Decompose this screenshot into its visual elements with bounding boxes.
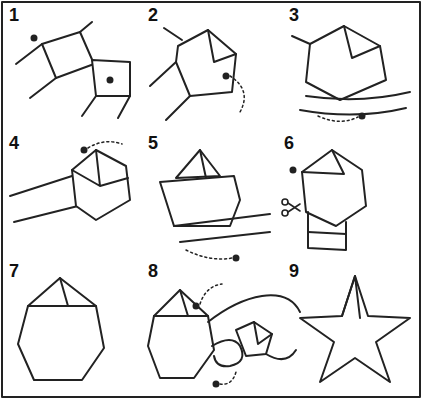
step-number: 3	[289, 5, 299, 25]
step-slot: 9	[289, 262, 299, 281]
step-3-figure	[292, 26, 410, 121]
step-2-figure	[150, 28, 244, 120]
step-number: 2	[148, 5, 158, 25]
scissors-symbol	[282, 199, 300, 216]
step-8-figure	[148, 284, 300, 387]
step-number: 6	[284, 133, 294, 153]
step-slot: 5	[148, 134, 158, 153]
step-slot: 1	[9, 6, 19, 25]
step-slot: 8	[148, 262, 158, 281]
step-7-figure	[18, 278, 104, 380]
step-slot: 3	[289, 6, 299, 25]
step-number: 9	[289, 261, 299, 281]
step-slot: 6	[284, 134, 294, 153]
step-number: 7	[9, 261, 19, 281]
step-1-figure	[16, 22, 130, 118]
step-slot: 7	[9, 262, 19, 281]
step-5-figure	[160, 150, 270, 261]
step-number: 5	[148, 133, 158, 153]
step-9-figure	[300, 276, 410, 382]
step-slot: 2	[148, 6, 158, 25]
step-4-figure	[10, 142, 130, 222]
step-6-figure	[282, 150, 366, 250]
step-slot: 4	[9, 134, 19, 153]
step-number: 4	[9, 133, 19, 153]
step-number: 1	[9, 5, 19, 25]
step-number: 8	[148, 261, 158, 281]
